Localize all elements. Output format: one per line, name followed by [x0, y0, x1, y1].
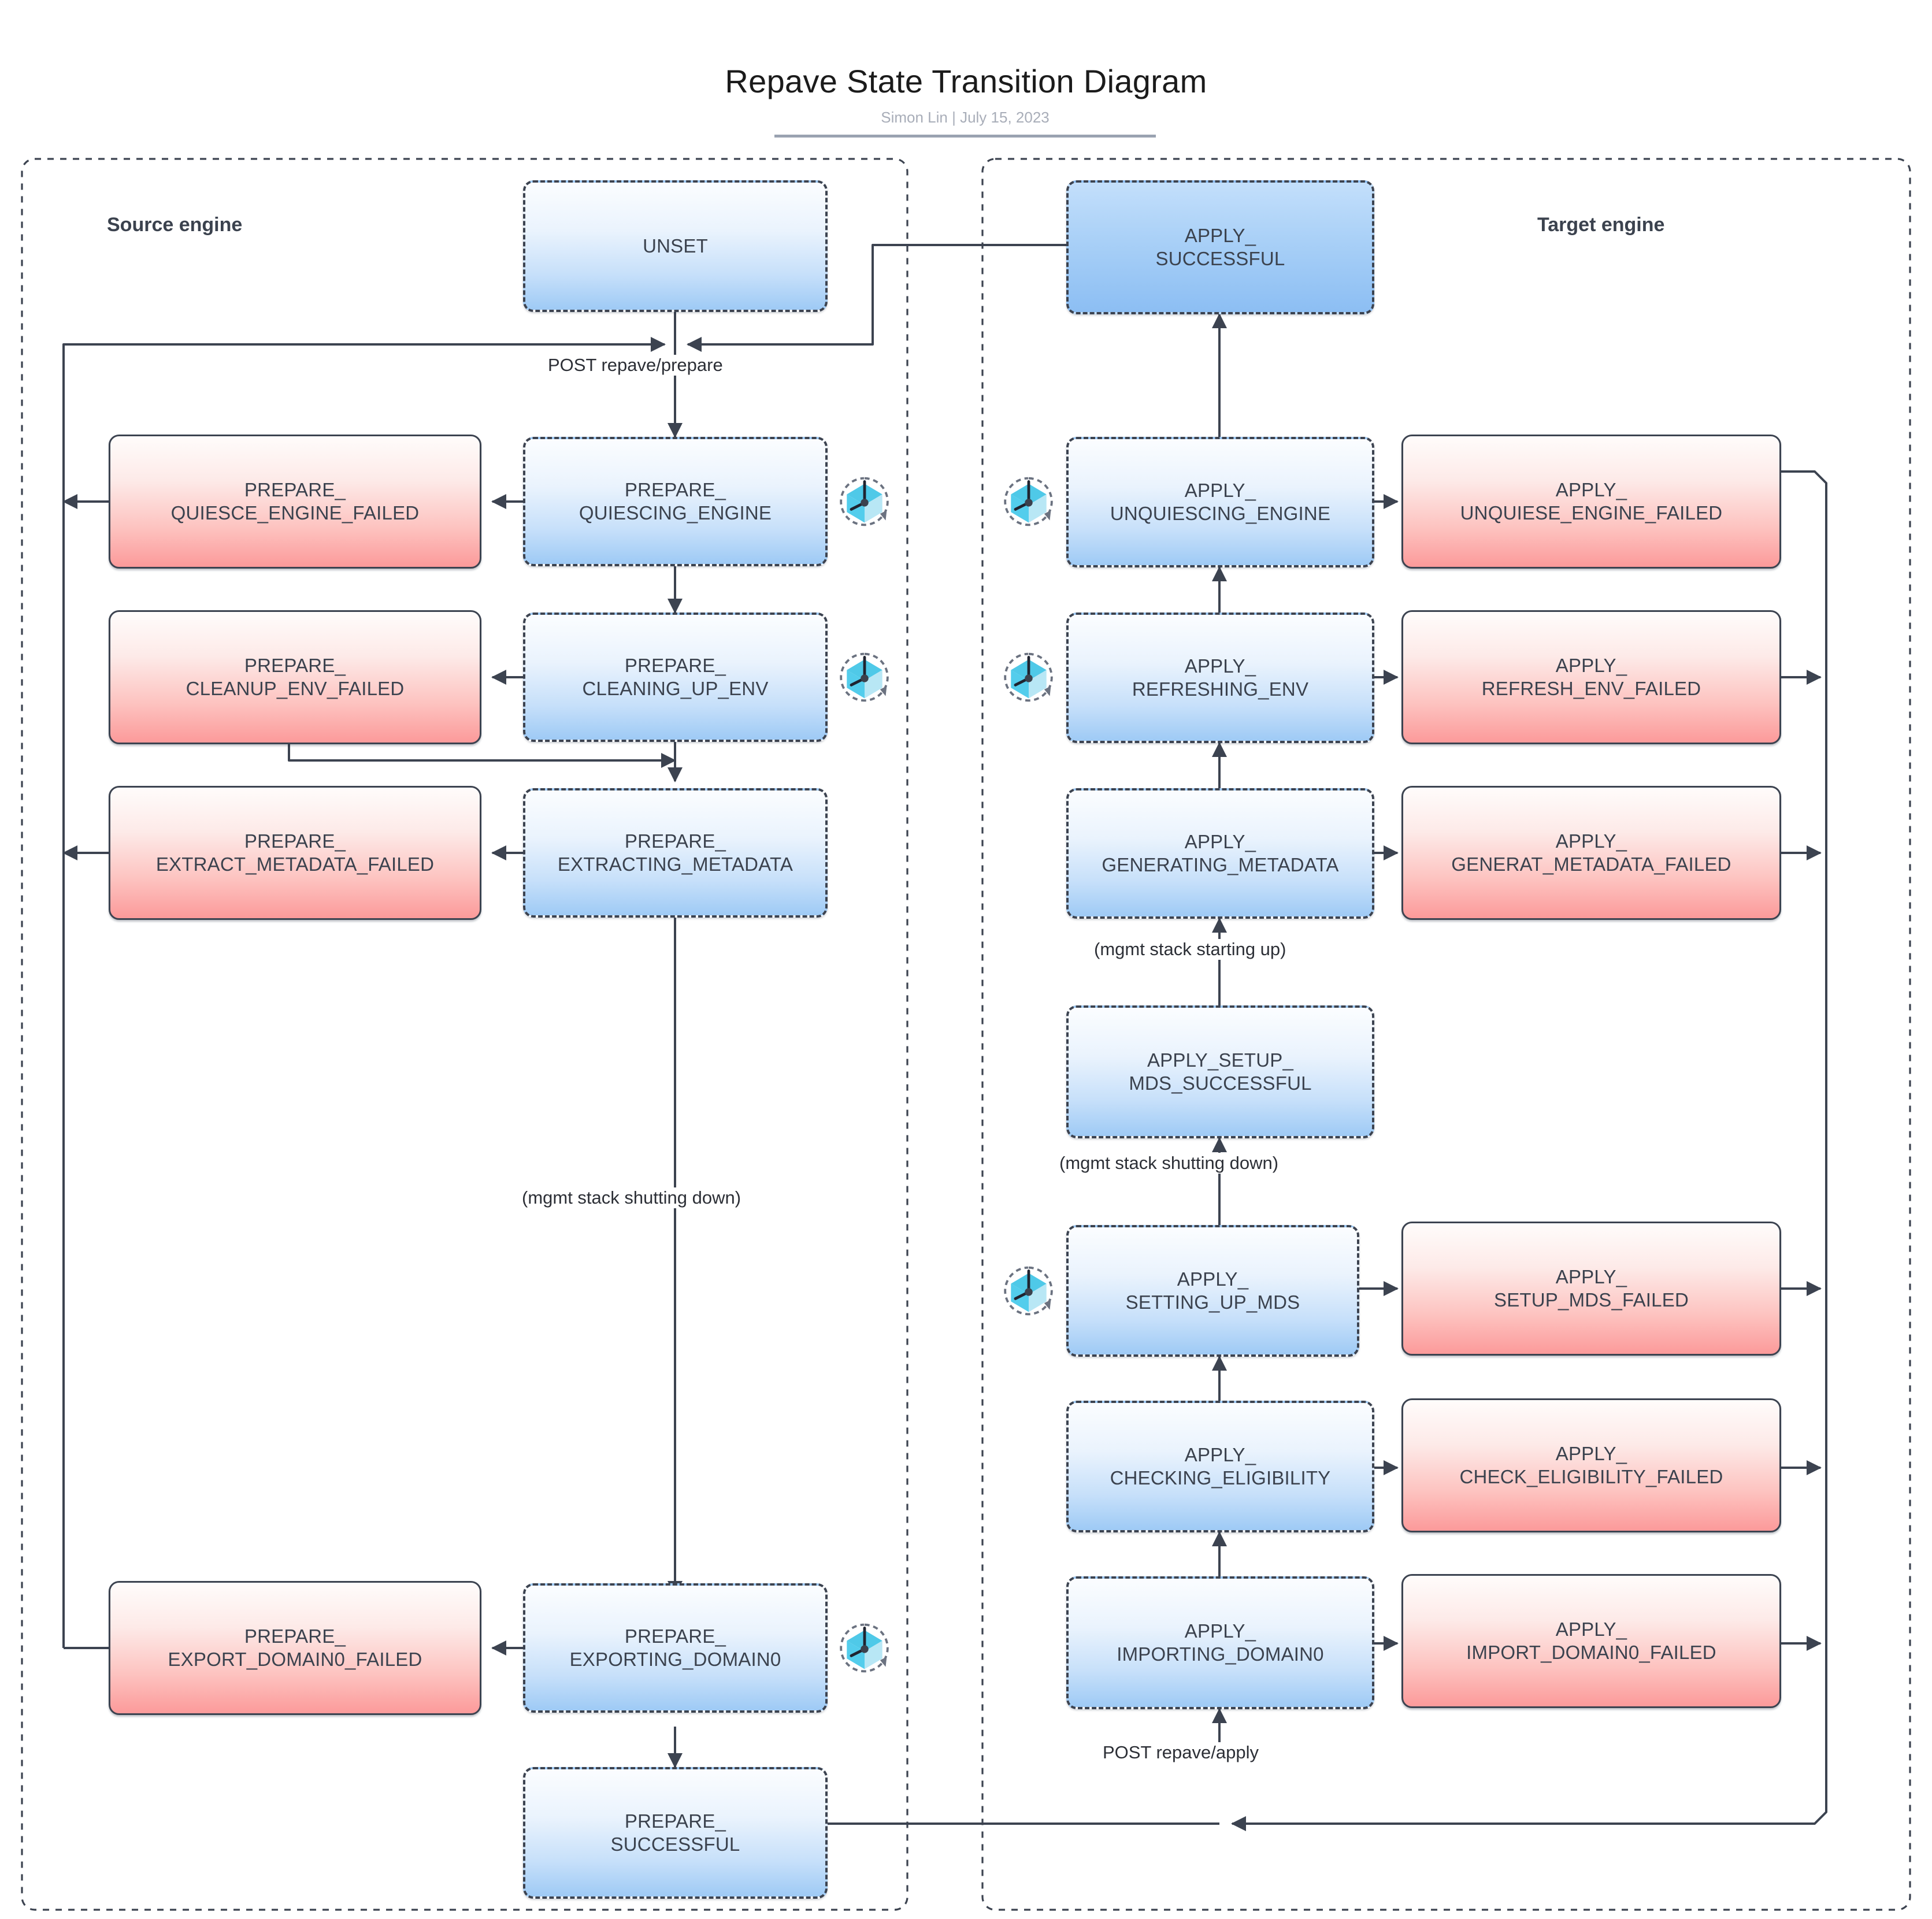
node-prepare-quiesce-engine-failed[interactable]: PREPARE_ QUIESCE_ENGINE_FAILED	[109, 435, 481, 569]
node-label: APPLY_ IMPORT_DOMAIN0_FAILED	[1466, 1618, 1716, 1663]
node-prepare-successful[interactable]: PREPARE_ SUCCESSFUL	[523, 1767, 828, 1899]
node-apply-refreshing-env[interactable]: APPLY_ REFRESHING_ENV	[1066, 613, 1374, 743]
node-apply-check-eligibility-failed[interactable]: APPLY_ CHECK_ELIGIBILITY_FAILED	[1401, 1398, 1781, 1532]
node-prepare-cleanup-env-failed[interactable]: PREPARE_ CLEANUP_ENV_FAILED	[109, 610, 481, 744]
node-label: APPLY_ UNQUIESCING_ENGINE	[1110, 479, 1331, 524]
edge-label-post-repave-apply: POST repave/apply	[1098, 1742, 1263, 1763]
node-label: PREPARE_ QUIESCE_ENGINE_FAILED	[170, 478, 420, 524]
node-label: APPLY_ GENERATING_METADATA	[1102, 830, 1339, 875]
node-label: APPLY_ REFRESH_ENV_FAILED	[1481, 654, 1701, 699]
node-label: APPLY_ UNQUIESE_ENGINE_FAILED	[1460, 478, 1723, 524]
timer-cube-icon	[1001, 474, 1056, 529]
edge-label-mgmt-stack-shutting-down-source: (mgmt stack shutting down)	[517, 1187, 746, 1208]
timer-cube-icon	[837, 1620, 892, 1676]
edge-label-mgmt-stack-shutting-down-target: (mgmt stack shutting down)	[1055, 1153, 1284, 1174]
node-prepare-extracting-metadata[interactable]: PREPARE_ EXTRACTING_METADATA	[523, 788, 828, 918]
node-label: APPLY_ GENERAT_METADATA_FAILED	[1451, 830, 1731, 875]
node-label: APPLY_SETUP_ MDS_SUCCESSFUL	[1129, 1049, 1312, 1094]
timer-cube-icon	[1001, 1263, 1056, 1319]
lane-label-target: Target engine	[1537, 214, 1665, 236]
node-apply-setup-mds-successful[interactable]: APPLY_SETUP_ MDS_SUCCESSFUL	[1066, 1005, 1374, 1138]
node-label: UNSET	[643, 235, 708, 257]
node-prepare-cleaning-up-env[interactable]: PREPARE_ CLEANING_UP_ENV	[523, 613, 828, 742]
timer-cube-icon	[1001, 649, 1056, 705]
edge-cleanupfailed-to-extracting	[288, 742, 676, 768]
node-label: APPLY_ SETUP_MDS_FAILED	[1494, 1265, 1689, 1311]
timer-cube-icon	[837, 649, 892, 705]
node-apply-import-domain0-failed[interactable]: APPLY_ IMPORT_DOMAIN0_FAILED	[1401, 1574, 1781, 1708]
node-label: APPLY_ IMPORTING_DOMAIN0	[1117, 1620, 1324, 1665]
node-unset[interactable]: UNSET	[523, 180, 828, 312]
node-label: PREPARE_ CLEANING_UP_ENV	[582, 654, 769, 699]
node-apply-setting-up-mds[interactable]: APPLY_ SETTING_UP_MDS	[1066, 1225, 1359, 1357]
lane-label-source: Source engine	[107, 214, 243, 236]
node-label: APPLY_ CHECKING_ELIGIBILITY	[1110, 1443, 1331, 1489]
node-label: APPLY_ SUCCESSFUL	[1155, 224, 1285, 269]
node-prepare-quiescing-engine[interactable]: PREPARE_ QUIESCING_ENGINE	[523, 437, 828, 566]
node-label: PREPARE_ EXTRACTING_METADATA	[557, 830, 793, 875]
node-apply-refresh-env-failed[interactable]: APPLY_ REFRESH_ENV_FAILED	[1401, 610, 1781, 744]
edge-label-mgmt-stack-starting-up: (mgmt stack starting up)	[1089, 939, 1291, 960]
node-label: PREPARE_ EXTRACT_METADATA_FAILED	[155, 830, 435, 875]
node-apply-setup-mds-failed[interactable]: APPLY_ SETUP_MDS_FAILED	[1401, 1222, 1781, 1356]
edge-label-post-repave-prepare: POST repave/prepare	[543, 355, 728, 376]
node-label: PREPARE_ EXPORT_DOMAIN0_FAILED	[168, 1625, 422, 1670]
node-apply-importing-domain0[interactable]: APPLY_ IMPORTING_DOMAIN0	[1066, 1576, 1374, 1709]
node-apply-generat-metadata-failed[interactable]: APPLY_ GENERAT_METADATA_FAILED	[1401, 786, 1781, 920]
node-label: PREPARE_ QUIESCING_ENGINE	[579, 478, 772, 524]
node-label: PREPARE_ CLEANUP_ENV_FAILED	[186, 654, 405, 699]
node-apply-generating-metadata[interactable]: APPLY_ GENERATING_METADATA	[1066, 788, 1374, 919]
node-prepare-export-domain0-failed[interactable]: PREPARE_ EXPORT_DOMAIN0_FAILED	[109, 1581, 481, 1715]
node-label: PREPARE_ EXPORTING_DOMAIN0	[569, 1625, 781, 1670]
node-apply-successful[interactable]: APPLY_ SUCCESSFUL	[1066, 180, 1374, 314]
node-label: PREPARE_ SUCCESSFUL	[610, 1810, 740, 1855]
node-label: APPLY_ REFRESHING_ENV	[1132, 655, 1309, 700]
node-apply-unquiescing-engine[interactable]: APPLY_ UNQUIESCING_ENGINE	[1066, 437, 1374, 567]
timer-cube-icon	[837, 474, 892, 529]
node-prepare-extract-metadata-failed[interactable]: PREPARE_ EXTRACT_METADATA_FAILED	[109, 786, 481, 920]
page-title: Repave State Transition Diagram	[725, 63, 1207, 99]
node-apply-checking-eligibility[interactable]: APPLY_ CHECKING_ELIGIBILITY	[1066, 1401, 1374, 1532]
node-prepare-exporting-domain0[interactable]: PREPARE_ EXPORTING_DOMAIN0	[523, 1583, 828, 1713]
node-label: APPLY_ SETTING_UP_MDS	[1125, 1268, 1300, 1313]
node-label: APPLY_ CHECK_ELIGIBILITY_FAILED	[1459, 1442, 1723, 1487]
page-subtitle: Simon Lin | July 15, 2023	[774, 109, 1156, 138]
node-apply-unquiese-engine-failed[interactable]: APPLY_ UNQUIESE_ENGINE_FAILED	[1401, 435, 1781, 569]
